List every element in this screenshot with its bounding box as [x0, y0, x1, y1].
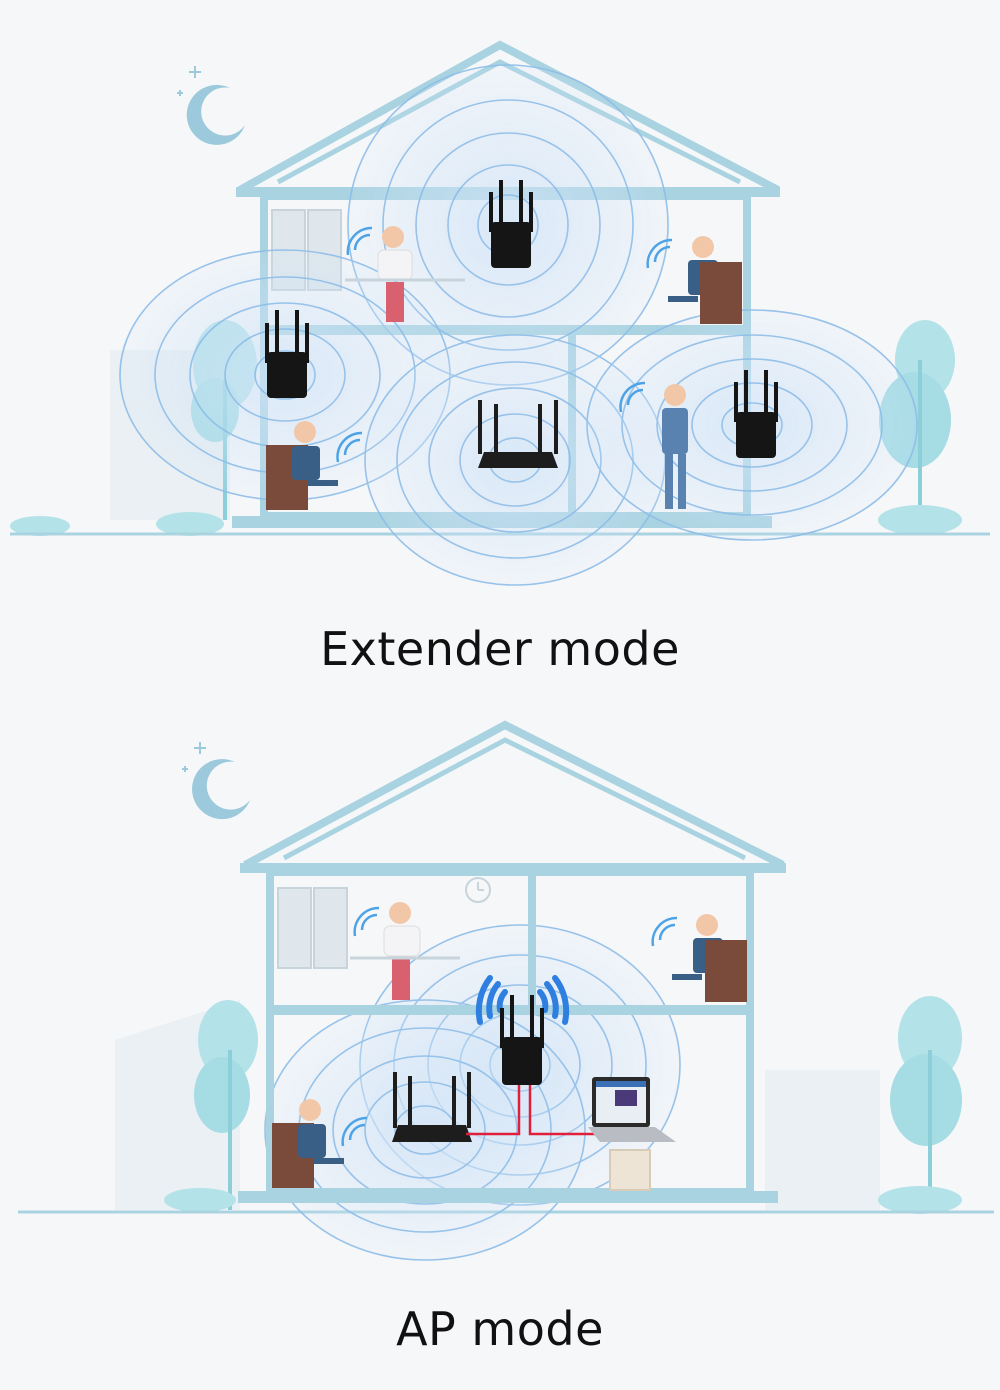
- extender-mode-caption: Extender mode: [320, 622, 680, 676]
- wifi-extender-icon: [265, 310, 309, 398]
- signal-coverage-waves: [119, 64, 918, 586]
- wifi-signal-icon: [336, 226, 673, 463]
- person-icon: [350, 902, 460, 1000]
- wifi-extender-icon: [734, 370, 778, 458]
- person-icon: [668, 236, 742, 324]
- wifi-extender-icon: [489, 180, 533, 268]
- background-scenery: [18, 996, 994, 1214]
- wifi-router-icon: [392, 1072, 472, 1142]
- sparkle-star-icon: [177, 66, 201, 96]
- clock-icon: [465, 877, 491, 903]
- ap-mode-panel: [0, 700, 1000, 1390]
- laptop-icon: [588, 1077, 676, 1191]
- extender-mode-panel: [10, 40, 990, 586]
- window-shutters: [277, 887, 348, 969]
- wifi-broadcast-icon: [475, 975, 570, 1025]
- wifi-router-icon: [478, 400, 558, 468]
- ap-mode-caption: AP mode: [396, 1302, 604, 1356]
- person-icon: [266, 421, 338, 510]
- person-icon: [345, 226, 465, 322]
- wifi-extender-icon: [500, 995, 544, 1085]
- person-icon: [662, 384, 688, 509]
- extender-mode-diagram: [10, 40, 990, 586]
- crescent-moon-icon: [186, 84, 245, 145]
- ethernet-cable: [466, 1085, 600, 1136]
- sparkle-star-icon: [182, 742, 206, 772]
- wifi-signal-icon: [341, 906, 678, 1147]
- person-icon: [272, 1099, 344, 1188]
- person-icon: [672, 914, 747, 1002]
- crescent-moon-icon: [192, 759, 250, 820]
- ap-mode-diagram: [18, 720, 994, 1261]
